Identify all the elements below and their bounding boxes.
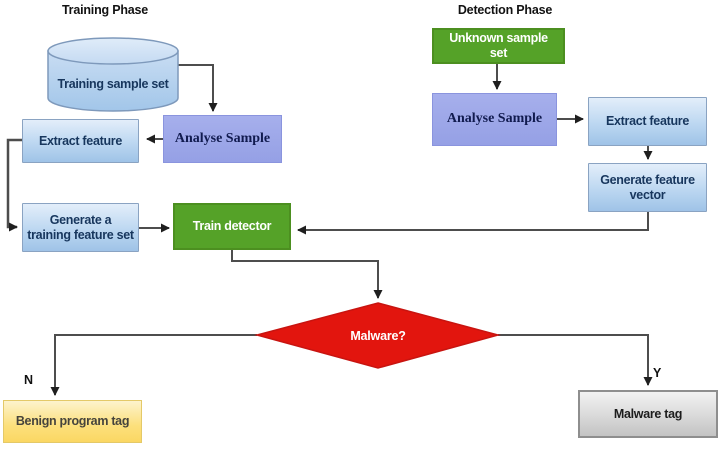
- connector-train-detector-to-decision: [231, 250, 383, 299]
- branch-label-yes: Y: [653, 366, 662, 380]
- training-sample-set-cylinder: [47, 37, 179, 112]
- connector-decision-no-to-benign-tag: [50, 334, 257, 396]
- generate-feature-vector-box: Generate feature vector: [588, 163, 707, 212]
- benign-program-tag-box: Benign program tag: [3, 400, 142, 443]
- malware-decision-diamond: [254, 302, 501, 369]
- connector-decision-yes-to-malware-tag: [498, 334, 653, 386]
- generate-training-feature-set-box: Generate a training feature set: [22, 203, 139, 252]
- malware-tag-box: Malware tag: [578, 390, 718, 438]
- extract-feature-detection-box: Extract feature: [588, 97, 707, 146]
- connector-feature-vector-to-train-detector: [297, 212, 649, 235]
- training-phase-title: Training Phase: [61, 3, 149, 17]
- train-detector-box: Train detector: [173, 203, 291, 250]
- branch-label-no: N: [24, 373, 34, 387]
- connector-training-sample-to-analyse: [177, 64, 218, 112]
- extract-feature-training-box: Extract feature: [22, 119, 139, 163]
- unknown-sample-set-box: Unknown sample set: [432, 28, 565, 64]
- malware-decision-label: Malware?: [350, 329, 406, 343]
- training-sample-set-label: Training sample set: [57, 77, 169, 91]
- connector-extract-to-generate-training: [6, 138, 22, 232]
- detection-phase-title: Detection Phase: [457, 3, 553, 17]
- analyse-sample-training-box: Analyse Sample: [163, 115, 282, 163]
- analyse-sample-detection-box: Analyse Sample: [432, 93, 557, 146]
